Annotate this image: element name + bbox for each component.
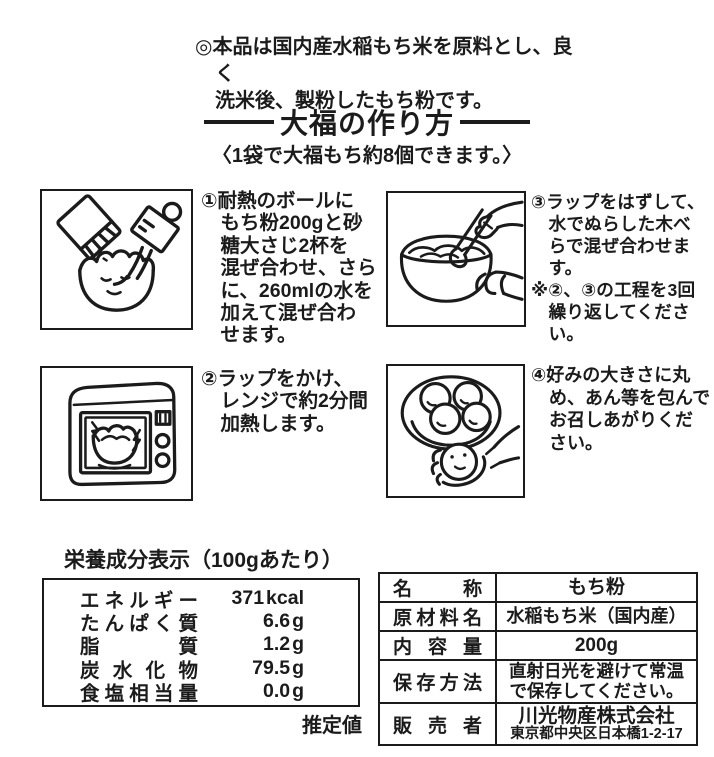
step-line: 加熱します。 xyxy=(220,412,336,435)
seller-company: 川光物産株式会社 xyxy=(518,705,675,727)
yield-note: 〈1袋で大福もち約8個できます。〉 xyxy=(211,145,523,167)
table-row: 内容量 200g xyxy=(380,630,696,659)
step2-illustration-box xyxy=(40,366,193,501)
nutrition-label: 脂質 xyxy=(80,636,198,659)
table-row: 販売者 川光物産株式会社 東京都中央区日本橋1-2-17 xyxy=(380,702,696,744)
step-line: レンジで約2分間 xyxy=(220,390,368,413)
nutrition-title: 栄養成分表示（100gあたり） xyxy=(64,549,343,572)
pouring-flour-and-water-into-bowl-icon xyxy=(56,194,183,312)
product-name-value: もち粉 xyxy=(567,577,625,598)
step4-instructions: ④好みの大きさに丸 め、あん等を包んで お召しあがりくだ さい。 xyxy=(531,364,713,454)
step-line: お召しあがりくだ xyxy=(549,410,693,430)
step-line: ②ラップをかけ、 xyxy=(201,368,354,390)
mixing-bowl-with-spatula-icon xyxy=(400,200,524,303)
product-description: ◎本品は国内産水稲もち米を原料とし、良く 洗米後、製粉したもち粉です。 xyxy=(195,36,573,112)
product-name-label: 名称 xyxy=(393,579,482,600)
step-line: に、260mlの水を xyxy=(220,279,373,302)
ingredients-value: 水稲もち米（国内産） xyxy=(506,606,687,626)
step1-illustration-box xyxy=(40,189,193,330)
step-line: め、あん等を包んで xyxy=(549,387,711,408)
step-line: せます。 xyxy=(220,324,297,347)
storage-value: 直射日光を避けて常温 で保存してください。 xyxy=(509,661,684,701)
step-line: 水でぬらした木べ xyxy=(548,214,691,234)
table-row: 保存方法 直射日光を避けて常温 で保存してください。 xyxy=(380,659,696,702)
step3-illustration-box xyxy=(386,191,526,327)
estimate-note: 推定値 xyxy=(302,715,362,737)
step-line: らで混ぜ合わせます。 xyxy=(548,236,691,278)
page-title: 大福の作り方 xyxy=(279,108,454,139)
step-line: 糖大さじ2杯を xyxy=(220,234,349,257)
step-line: ③ラップをはずして、 xyxy=(531,192,705,212)
storage-label: 保存方法 xyxy=(393,673,482,694)
seller-address: 東京都中央区日本橋1-2-17 xyxy=(510,726,683,742)
nutrition-label: 炭水化物 xyxy=(80,659,198,682)
step2-instructions: ②ラップをかけ、 レンジで約2分間 加熱します。 xyxy=(201,368,387,435)
net-weight-value: 200g xyxy=(574,635,619,656)
step-line: さい。 xyxy=(549,432,603,453)
recipe-title-row: 大福の作り方 xyxy=(10,104,714,140)
ingredients-label: 原材料名 xyxy=(393,608,482,629)
microwave-oven-icon xyxy=(68,381,177,487)
step1-instructions: ①耐熱のボールに もち粉200gと砂 糖大さじ2杯を 混ぜ合わせ、さら に、26… xyxy=(201,190,387,347)
net-weight-label: 内容量 xyxy=(393,637,482,658)
step-line: 混ぜ合わせ、さら xyxy=(220,257,377,280)
product-info-table: 名称 もち粉 原材料名 水稲もち米（国内産） 内容量 200g 保存方法 直射日… xyxy=(378,572,698,746)
step-line: もち粉200gと砂 xyxy=(220,212,363,235)
step-line: ※②、③の工程を3回 xyxy=(531,280,696,300)
title-dash-left xyxy=(203,120,274,124)
step4-illustration-box xyxy=(386,364,525,498)
step-line: 繰り返してください。 xyxy=(548,302,690,344)
step-line: 加えて混ぜ合わ xyxy=(220,302,357,325)
step3-instructions: ③ラップをはずして、 水でぬらした木べ らで混ぜ合わせます。 ※②、③の工程を3… xyxy=(531,191,713,345)
title-dash-right xyxy=(460,120,530,124)
nutrition-label: 食塩相当量 xyxy=(80,682,198,705)
step-line: ①耐熱のボールに xyxy=(201,190,355,212)
step-line: ④好みの大きさに丸 xyxy=(531,365,691,385)
mochi-plate-and-hand-icon xyxy=(400,375,521,487)
nutrition-label: たんぱく質 xyxy=(80,613,198,636)
nutrition-label: エネルギー xyxy=(80,590,198,613)
seller-label: 販売者 xyxy=(393,715,482,737)
table-row: 名称 もち粉 xyxy=(380,574,696,601)
table-row: 原材料名 水稲もち米（国内産） xyxy=(380,601,696,630)
